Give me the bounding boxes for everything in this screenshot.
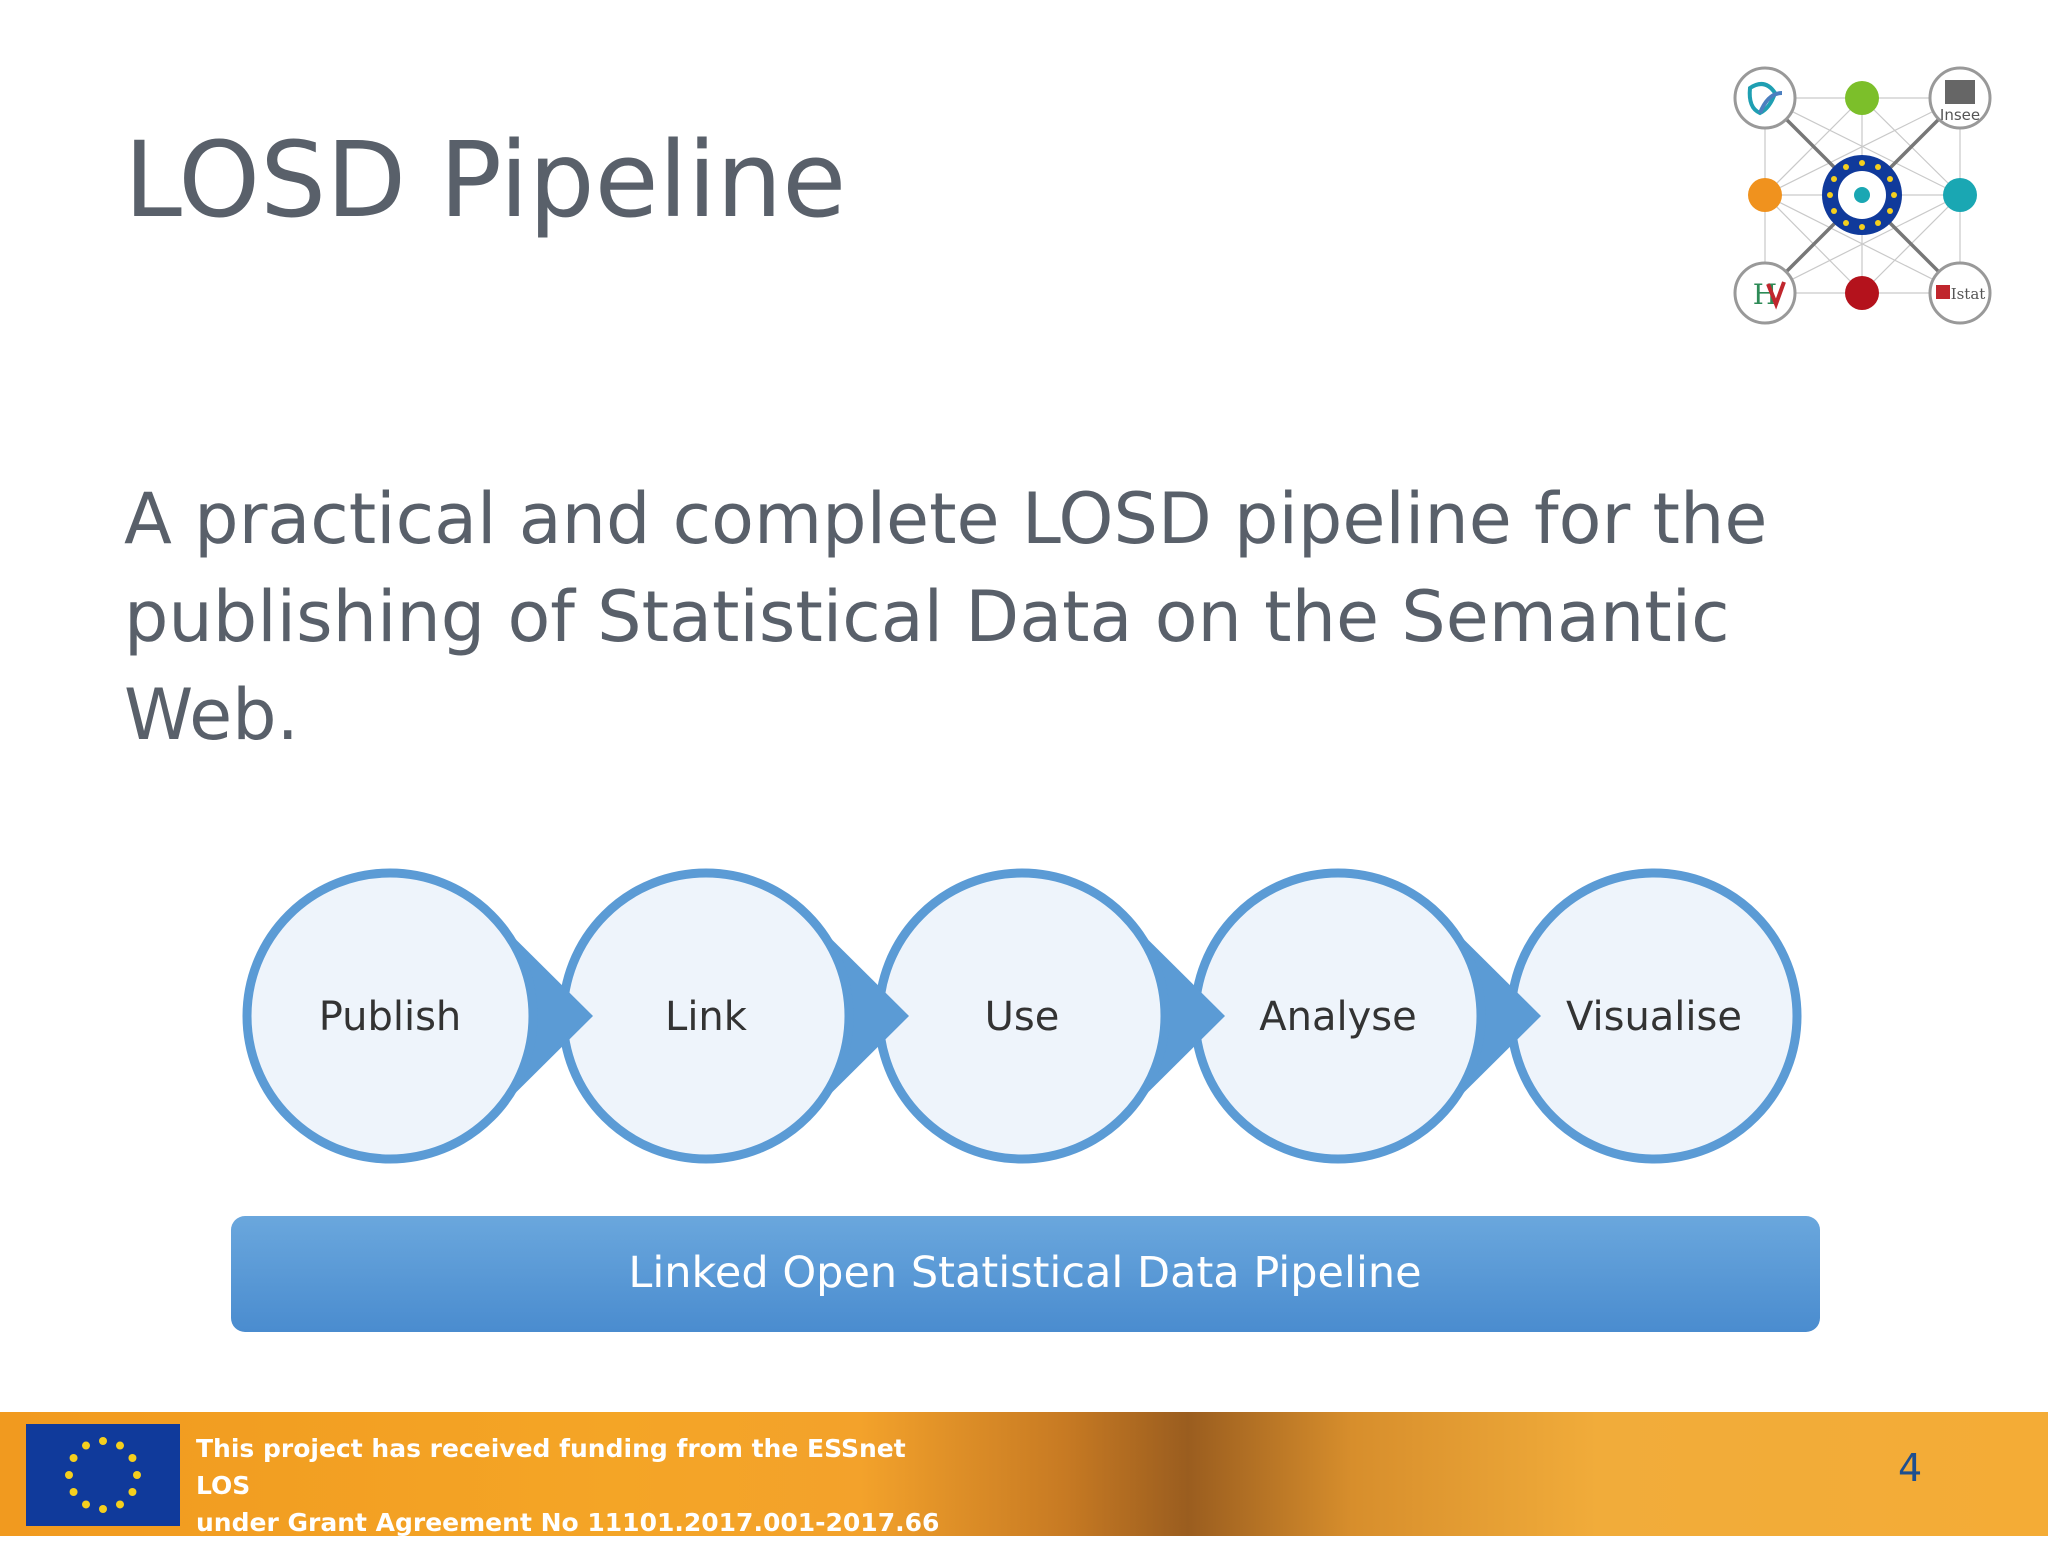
eu-star [116, 1442, 124, 1450]
pipeline-stage-link: Link [563, 873, 909, 1159]
page-number: 4 [1898, 1446, 1922, 1490]
funding-notice: This project has received funding from t… [196, 1430, 956, 1541]
eu-star [82, 1442, 90, 1450]
funding-line-2: under Grant Agreement No 11101.2017.001-… [196, 1504, 956, 1541]
eu-flag-icon [26, 1424, 180, 1526]
pipeline-stage-label: Analyse [1259, 994, 1416, 1040]
pipeline-stage-label: Publish [319, 994, 462, 1040]
funding-line-1: This project has received funding from t… [196, 1430, 956, 1504]
eu-star [128, 1454, 136, 1462]
pipeline-stage-analyse: Analyse [1195, 873, 1541, 1159]
pipeline-stage-label: Link [665, 994, 748, 1040]
eu-star [70, 1488, 78, 1496]
eu-star [99, 1437, 107, 1445]
pipeline-stage-publish: Publish [247, 873, 593, 1159]
pipeline-stage-label: Use [985, 994, 1060, 1040]
eu-star [99, 1505, 107, 1513]
pipeline-stage-visualise: Visualise [1511, 873, 1797, 1159]
eu-star [116, 1500, 124, 1508]
eu-star [128, 1488, 136, 1496]
eu-star [82, 1500, 90, 1508]
pipeline-stage-use: Use [879, 873, 1225, 1159]
eu-star [65, 1471, 73, 1479]
eu-star [70, 1454, 78, 1462]
footer-banner: This project has received funding from t… [0, 1412, 2048, 1536]
pipeline-bar-label: Linked Open Statistical Data Pipeline [628, 1248, 1421, 1298]
eu-star [133, 1471, 141, 1479]
pipeline-stage-label: Visualise [1566, 994, 1742, 1040]
